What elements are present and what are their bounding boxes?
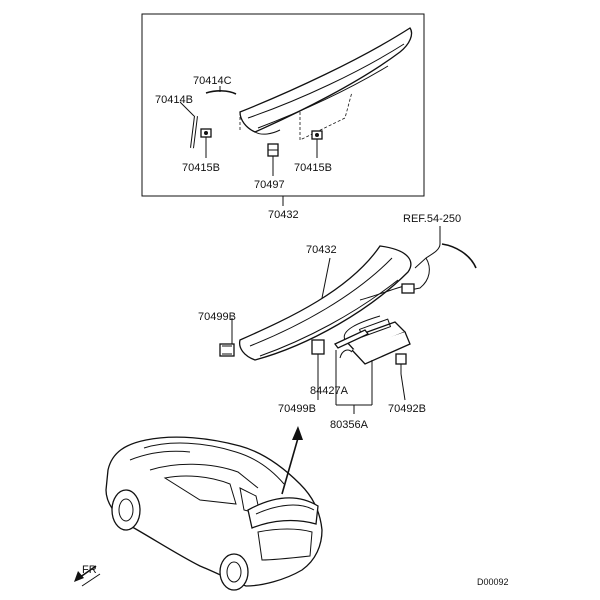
label-70499B-bottom: 70499B bbox=[278, 403, 316, 415]
label-70497: 70497 bbox=[254, 179, 285, 191]
clip-70415B-right bbox=[311, 130, 323, 158]
spoiler-main bbox=[238, 245, 412, 361]
arrow-pointer bbox=[281, 426, 303, 495]
label-70414B: 70414B bbox=[155, 94, 193, 106]
label-fr: FR bbox=[82, 564, 97, 576]
leader-70432-main bbox=[321, 257, 331, 299]
wire-harness bbox=[401, 226, 477, 294]
spoiler-inset bbox=[239, 27, 413, 141]
clip-70415B-left bbox=[200, 128, 212, 158]
diagram-code: D00092 bbox=[477, 577, 509, 587]
label-70415B-left: 70415B bbox=[182, 162, 220, 174]
lamp-84427A bbox=[333, 329, 370, 359]
label-80356A: 80356A bbox=[330, 419, 369, 431]
label-70414C: 70414C bbox=[193, 75, 232, 87]
screw-70492B bbox=[395, 353, 407, 401]
grommet-70499B-bottom bbox=[311, 339, 325, 400]
label-70432-main: 70432 bbox=[306, 244, 337, 256]
bracket-80356A bbox=[335, 350, 373, 414]
label-84427A: 84427A bbox=[310, 385, 349, 397]
label-70415B-right: 70415B bbox=[294, 162, 332, 174]
nut-70497 bbox=[267, 143, 279, 176]
label-70499B-left: 70499B bbox=[198, 311, 236, 323]
vehicle-outline bbox=[105, 436, 323, 591]
front-arrow-icon bbox=[74, 565, 101, 587]
leader-70414B bbox=[179, 101, 195, 117]
label-70492B: 70492B bbox=[388, 403, 426, 415]
label-ref: REF.54-250 bbox=[403, 213, 461, 225]
strip-70414C bbox=[205, 90, 237, 95]
grommet-70499B-left bbox=[219, 318, 235, 357]
label-70432-inset: 70432 bbox=[268, 209, 299, 221]
